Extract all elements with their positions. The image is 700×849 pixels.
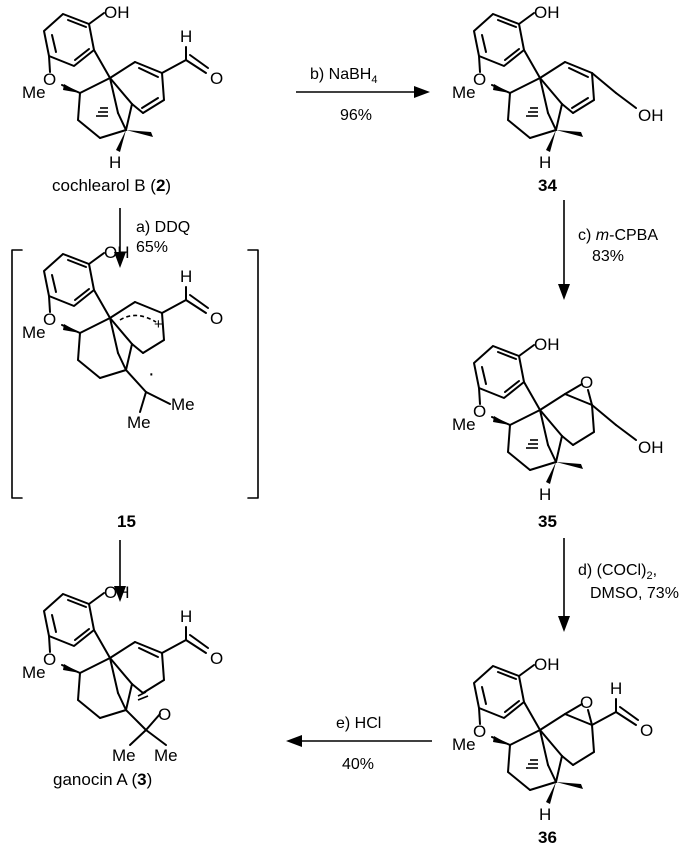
aldehyde-oxygen-label: O bbox=[640, 721, 653, 740]
reaction-a-yield: 65% bbox=[136, 239, 168, 256]
radical-dot: · bbox=[148, 363, 155, 385]
aldehyde-h-label: H bbox=[180, 607, 192, 626]
methyl-label: Me bbox=[112, 746, 136, 765]
compound-ganocin-a: OH O Me O H O Me Me bbox=[22, 583, 223, 765]
reaction-b-reagent: b) NaBH4 bbox=[310, 66, 377, 86]
compound-3-caption: ganocin A (3) bbox=[53, 770, 152, 789]
reaction-d-reagent: d) (COCl)2, bbox=[578, 562, 657, 582]
reaction-c-reagent: c) m-CPBA bbox=[578, 227, 658, 244]
brackets bbox=[11, 249, 259, 499]
aldehyde-h-label: H bbox=[610, 679, 622, 698]
bridgehead-h-label: H bbox=[539, 805, 551, 824]
methyl-label: Me bbox=[452, 83, 476, 102]
ether-oxygen-label: O bbox=[158, 705, 171, 724]
reaction-e-reagent: e) HCl bbox=[336, 715, 381, 732]
methyl-label: Me bbox=[171, 395, 195, 414]
reaction-a-reagent: a) DDQ bbox=[136, 219, 190, 236]
compound-cochlearol-b: OH O Me O H H bbox=[22, 3, 223, 172]
methyl-label: Me bbox=[154, 746, 178, 765]
arrow-d bbox=[558, 538, 570, 632]
bridgehead-h-label: H bbox=[539, 153, 551, 172]
arrow-b bbox=[296, 86, 430, 98]
compound-2-caption: cochlearol B (2) bbox=[52, 176, 171, 195]
hydroxyl-label: OH bbox=[534, 655, 560, 674]
bridgehead-h-label: H bbox=[109, 153, 121, 172]
methyl-label: Me bbox=[127, 413, 151, 432]
carbocation-plus: + bbox=[154, 316, 163, 333]
compound-36: OH O Me O O H H bbox=[452, 655, 653, 824]
methyl-label: Me bbox=[452, 735, 476, 754]
reaction-c-yield: 83% bbox=[592, 248, 624, 265]
aldehyde-oxygen-label: O bbox=[210, 309, 223, 328]
methyl-label: Me bbox=[452, 415, 476, 434]
compound-15-caption: 15 bbox=[117, 512, 136, 531]
ring-oxygen-label: O bbox=[43, 70, 56, 89]
compound-35-caption: 35 bbox=[538, 512, 557, 531]
alcohol-oh-label: OH bbox=[638, 106, 664, 125]
arrow-c bbox=[558, 200, 570, 300]
bridgehead-h-label: H bbox=[539, 485, 551, 504]
aldehyde-h-label: H bbox=[180, 27, 192, 46]
hydroxyl-label: OH bbox=[534, 335, 560, 354]
methyl-label: Me bbox=[22, 323, 46, 342]
aldehyde-oxygen-label: O bbox=[210, 649, 223, 668]
aldehyde-h-label: H bbox=[180, 267, 192, 286]
hydroxyl-label: OH bbox=[104, 3, 130, 22]
compound-36-caption: 36 bbox=[538, 828, 557, 847]
epoxide-oxygen-label: O bbox=[580, 373, 593, 392]
methyl-label: Me bbox=[22, 83, 46, 102]
reaction-d-conditions: DMSO, 73% bbox=[590, 585, 679, 602]
ring-oxygen-label: O bbox=[473, 402, 486, 421]
ring-oxygen-label: O bbox=[473, 70, 486, 89]
reaction-b-yield: 96% bbox=[340, 107, 372, 124]
compound-35: OH O Me O OH H bbox=[452, 335, 664, 504]
compound-34: OH O Me OH H bbox=[452, 3, 664, 172]
epoxide-oxygen-label: O bbox=[580, 693, 593, 712]
ring-oxygen-label: O bbox=[43, 310, 56, 329]
aldehyde-oxygen-label: O bbox=[210, 69, 223, 88]
methyl-label: Me bbox=[22, 663, 46, 682]
arrow-15-to-3 bbox=[114, 540, 126, 602]
alcohol-oh-label: OH bbox=[638, 438, 664, 457]
compound-15: OH O Me + · O H Me Me bbox=[22, 243, 223, 432]
arrow-a bbox=[114, 208, 126, 268]
reaction-e-yield: 40% bbox=[342, 756, 374, 773]
hydroxyl-label: OH bbox=[534, 3, 560, 22]
arrow-e bbox=[286, 735, 432, 747]
compound-34-caption: 34 bbox=[538, 176, 557, 195]
ring-oxygen-label: O bbox=[43, 650, 56, 669]
ring-oxygen-label: O bbox=[473, 722, 486, 741]
